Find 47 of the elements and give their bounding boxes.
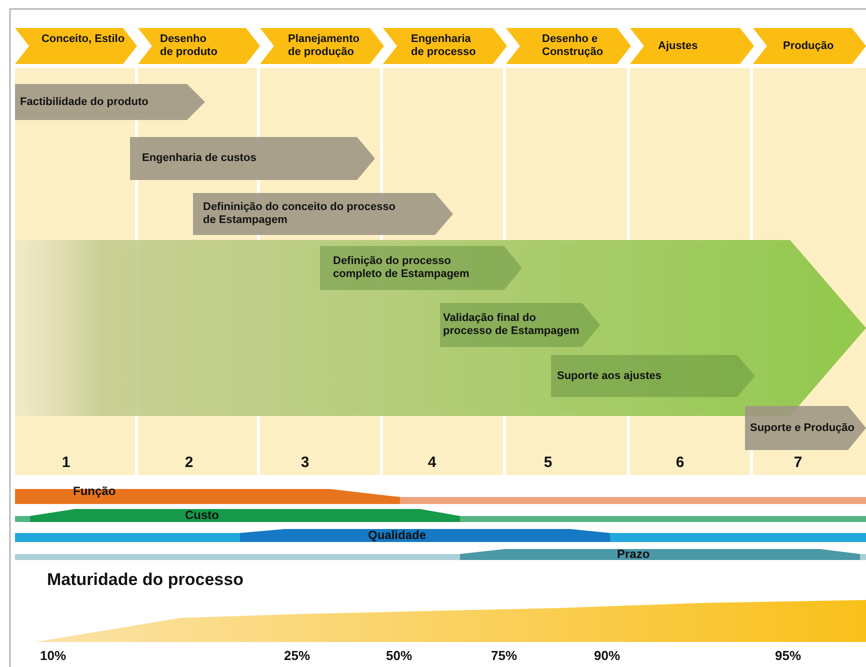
phase-header: [15, 28, 137, 64]
activity-bar: [440, 303, 600, 347]
activity-bar: [551, 355, 755, 397]
activity-label: Factibilidade do produto: [20, 96, 148, 108]
phase-header: [753, 28, 866, 64]
section-title: Maturidade do processo: [47, 570, 244, 590]
column-number: 7: [794, 454, 802, 471]
percentage-label: 10%: [40, 648, 66, 663]
column-number: 2: [184, 454, 194, 471]
activity-bar: [15, 84, 205, 120]
activity-bar: [130, 137, 375, 180]
column-number: 6: [676, 454, 684, 471]
phase-arrow: [15, 240, 866, 416]
activity-label: Definição do processo completo de Estampagem: [333, 255, 470, 281]
percentage-label: 90%: [594, 648, 620, 663]
timeline-band: [15, 549, 866, 561]
activity-label: Suporte e Produção: [750, 422, 855, 434]
phase-title: Ajustes: [658, 40, 698, 52]
phase-header: [138, 28, 260, 64]
activity-label: Engenharia de custos: [142, 152, 256, 165]
phase-title: Engenharia de processo: [411, 33, 477, 59]
phase-header: [630, 28, 754, 64]
activity-bar: [745, 406, 866, 450]
column-number: 1: [62, 454, 70, 471]
percentage-label: 25%: [284, 648, 310, 663]
activity-bar: [320, 246, 522, 290]
band-label: Prazo: [617, 548, 650, 561]
phase-title: Desenho de produto: [160, 33, 218, 59]
activity-label: Validação final do processo de Estampagem: [443, 312, 580, 338]
column-number: 3: [300, 454, 310, 471]
phase-title: Conceito, Estilo: [40, 33, 126, 46]
column-number: 5: [544, 454, 552, 471]
percentage-label: 75%: [491, 648, 518, 663]
phase-header: [260, 28, 384, 64]
band-label: Qualidade: [368, 529, 426, 542]
phase-header: [506, 28, 631, 64]
column-number: 4: [428, 454, 436, 471]
activity-bar: [193, 193, 453, 235]
percentage-label: 50%: [386, 648, 412, 663]
phase-title: Produção: [783, 40, 834, 52]
phase-header: [383, 28, 507, 64]
phase-title: Desenho e Construção: [542, 33, 604, 59]
activity-label: Suporte aos ajustes: [557, 370, 662, 382]
band-label: Custo: [185, 509, 219, 522]
percentage-label: 95%: [775, 648, 802, 663]
activity-label: Defininição do conceito do processo de Estampagem: [203, 201, 397, 227]
phase-title: Planejamento de produção: [288, 33, 361, 59]
